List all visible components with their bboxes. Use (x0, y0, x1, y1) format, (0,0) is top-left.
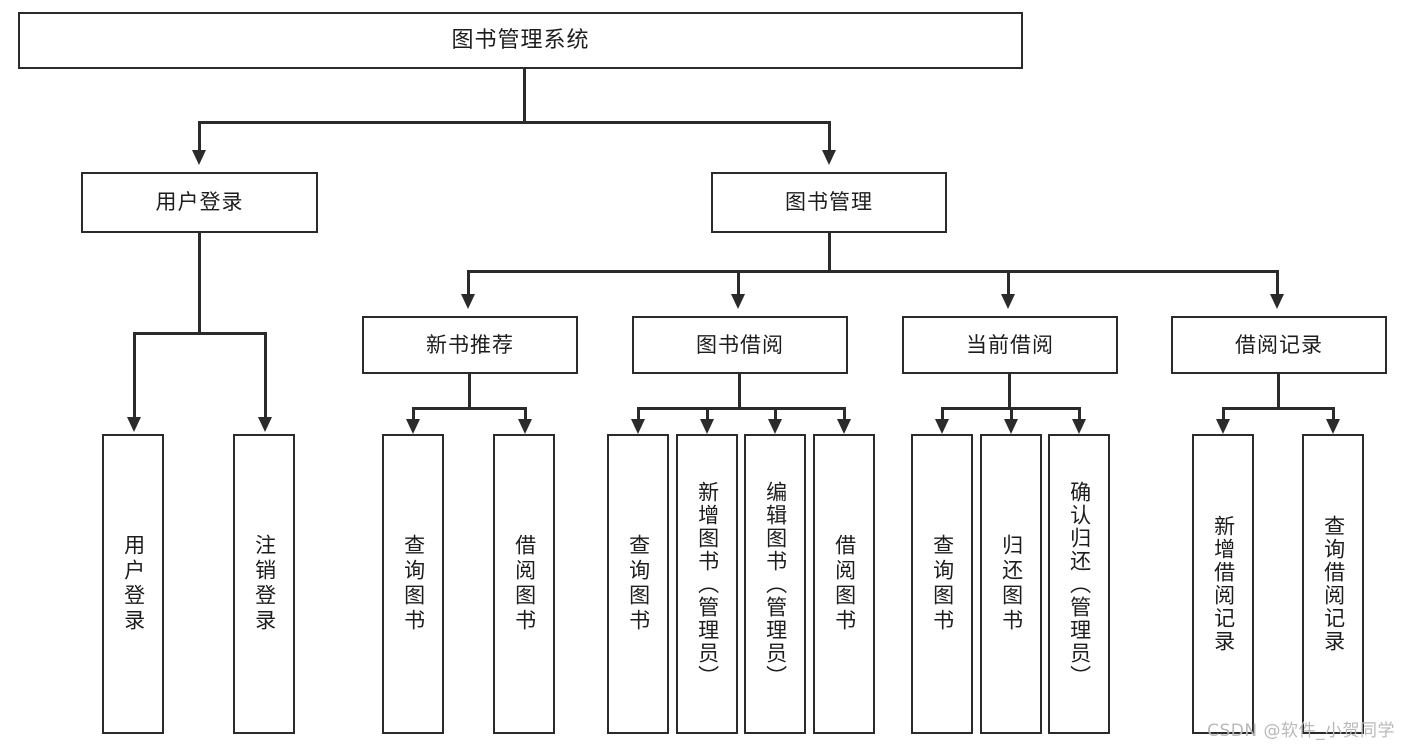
connector-to-book-management (828, 121, 831, 150)
connector-level3-drop-3 (1007, 270, 1010, 294)
node-label: 新增图书（管理员） (695, 480, 720, 688)
node-label: 借阅图书 (832, 534, 857, 634)
connector-bb-stem (738, 374, 741, 409)
connector-nbr-stem (468, 374, 471, 409)
arrowhead-borrow-record (1270, 294, 1284, 309)
connector-level3-drop-4 (1276, 270, 1279, 294)
connector-level3-bus (467, 270, 1278, 273)
connector-bb-bus (637, 407, 846, 410)
arrowhead-bb-leaf-2 (700, 419, 714, 434)
node-book-management[interactable]: 图书管理 (711, 172, 947, 233)
node-borrow-record[interactable]: 借阅记录 (1171, 316, 1387, 374)
arrowhead-bb-leaf-3 (768, 419, 782, 434)
connector-level3-drop-1 (467, 270, 470, 294)
node-current-borrow[interactable]: 当前借阅 (902, 316, 1118, 374)
arrowhead-nbr-leaf-1 (406, 419, 420, 434)
node-label: 查询图书 (626, 534, 651, 634)
connector-cb-drop-3 (1078, 407, 1081, 419)
connector-nbr-bus (412, 407, 527, 410)
node-new-book-recommend[interactable]: 新书推荐 (362, 316, 578, 374)
node-label: 查询图书 (401, 534, 426, 634)
connector-to-user-login (198, 121, 201, 150)
leaf-nbr-borrow-book[interactable]: 借阅图书 (493, 434, 555, 734)
leaf-logout[interactable]: 注销登录 (233, 434, 295, 734)
connector-nbr-drop-1 (412, 407, 415, 419)
connector-level3-drop-2 (737, 270, 740, 294)
connector-user-login-bus (133, 332, 267, 335)
connector-cb-drop-2 (1010, 407, 1013, 419)
connector-bb-drop-3 (774, 407, 777, 419)
node-book-borrow[interactable]: 图书借阅 (632, 316, 848, 374)
node-label: 用户登录 (121, 534, 146, 634)
leaf-bb-edit-book-admin[interactable]: 编辑图书（管理员） (744, 434, 806, 734)
leaf-user-login[interactable]: 用户登录 (102, 434, 164, 734)
arrowhead-book-borrow (731, 294, 745, 309)
leaf-bb-query-book[interactable]: 查询图书 (607, 434, 669, 734)
node-label: 新书推荐 (426, 332, 514, 357)
connector-level2-bus (198, 121, 831, 124)
connector-cb-drop-1 (941, 407, 944, 419)
connector-user-login-stem (198, 233, 201, 334)
connector-nbr-drop-2 (524, 407, 527, 419)
connector-br-drop-2 (1332, 407, 1335, 419)
node-label: 图书管理 (785, 190, 873, 215)
leaf-bb-add-book-admin[interactable]: 新增图书（管理员） (676, 434, 738, 734)
node-label: 图书管理系统 (451, 27, 590, 53)
node-label: 新增借阅记录 (1211, 515, 1236, 653)
node-label: 图书借阅 (696, 332, 784, 357)
arrowhead-leaf-logout (258, 417, 272, 432)
node-label: 编辑图书（管理员） (763, 480, 788, 688)
node-label: 查询借阅记录 (1321, 515, 1346, 653)
arrowhead-cb-leaf-3 (1072, 419, 1086, 434)
connector-br-drop-1 (1222, 407, 1225, 419)
node-root-book-management-system[interactable]: 图书管理系统 (18, 12, 1023, 69)
arrowhead-bb-leaf-4 (837, 419, 851, 434)
connector-br-stem (1277, 374, 1280, 409)
arrowhead-leaf-user-login (127, 417, 141, 432)
node-label: 查询图书 (930, 534, 955, 634)
arrowhead-book-management (822, 150, 836, 165)
arrowhead-user-login (192, 150, 206, 165)
connector-root-stem (523, 69, 526, 123)
connector-book-management-stem (828, 233, 831, 272)
node-label: 确认归还（管理员） (1067, 480, 1092, 688)
connector-bb-drop-2 (706, 407, 709, 419)
leaf-br-query-record[interactable]: 查询借阅记录 (1302, 434, 1364, 734)
leaf-cb-confirm-return-admin[interactable]: 确认归还（管理员） (1048, 434, 1110, 734)
node-label: 用户登录 (155, 190, 244, 215)
leaf-cb-query-book[interactable]: 查询图书 (911, 434, 973, 734)
connector-br-bus (1222, 407, 1335, 410)
connector-bb-drop-4 (843, 407, 846, 419)
csdn-watermark: CSDN @软件_小贺同学 (1207, 721, 1395, 741)
connector-bb-drop-1 (637, 407, 640, 419)
arrowhead-bb-leaf-1 (631, 419, 645, 434)
leaf-cb-return-book[interactable]: 归还图书 (980, 434, 1042, 734)
arrowhead-new-book-recommend (461, 294, 475, 309)
node-label: 借阅图书 (512, 534, 537, 634)
leaf-nbr-query-book[interactable]: 查询图书 (382, 434, 444, 734)
node-label: 当前借阅 (966, 332, 1054, 357)
arrowhead-br-leaf-1 (1216, 419, 1230, 434)
arrowhead-nbr-leaf-2 (518, 419, 532, 434)
connector-user-login-drop-2 (264, 332, 267, 417)
arrowhead-cb-leaf-2 (1004, 419, 1018, 434)
node-label: 注销登录 (252, 534, 277, 634)
leaf-bb-borrow-book[interactable]: 借阅图书 (813, 434, 875, 734)
arrowhead-cb-leaf-1 (935, 419, 949, 434)
arrowhead-br-leaf-2 (1326, 419, 1340, 434)
connector-user-login-drop-1 (133, 332, 136, 417)
node-user-login[interactable]: 用户登录 (81, 172, 318, 233)
connector-cb-stem (1008, 374, 1011, 409)
arrowhead-current-borrow (1001, 294, 1015, 309)
leaf-br-add-record[interactable]: 新增借阅记录 (1192, 434, 1254, 734)
node-label: 借阅记录 (1235, 332, 1323, 357)
node-label: 归还图书 (999, 534, 1024, 634)
